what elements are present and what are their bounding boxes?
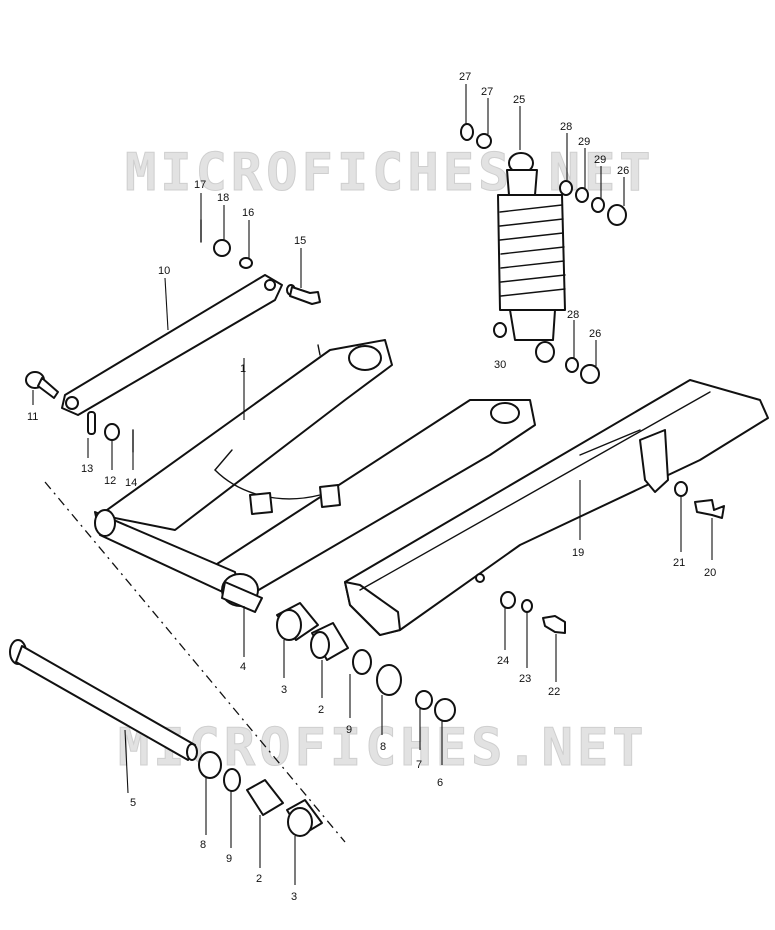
torque-link (61, 274, 283, 416)
callout-22: 22 (548, 686, 560, 698)
callout-14: 14 (125, 477, 137, 489)
swing-arm (94, 339, 536, 613)
watermark-top: MICROFICHES.NET (125, 143, 655, 203)
callout-3a: 3 (281, 684, 287, 696)
hardware-15-16-17-18 (200, 219, 321, 305)
callout-7: 7 (416, 759, 422, 771)
callout-6: 6 (437, 777, 443, 789)
callout-28a: 28 (560, 121, 572, 133)
callout-19: 19 (572, 547, 584, 559)
shock-hardware (460, 123, 627, 384)
callout-18: 18 (217, 192, 229, 204)
callout-9b: 9 (226, 853, 232, 865)
hardware-20-21 (674, 481, 725, 519)
bolt-11 (25, 371, 59, 399)
callout-20: 20 (704, 567, 716, 579)
callout-24: 24 (497, 655, 509, 667)
callout-2b: 2 (256, 873, 262, 885)
callout-25: 25 (513, 94, 525, 106)
callout-15: 15 (294, 235, 306, 247)
callout-29a: 29 (578, 136, 590, 148)
callout-13: 13 (81, 463, 93, 475)
callout-28b: 28 (567, 309, 579, 321)
pivot-shaft (9, 639, 198, 761)
callout-27a: 27 (459, 71, 471, 83)
callout-12: 12 (104, 475, 116, 487)
callout-4: 4 (240, 661, 246, 673)
callout-16: 16 (242, 207, 254, 219)
shock-absorber (497, 152, 566, 363)
bushings-lower (198, 751, 323, 837)
callout-5: 5 (130, 797, 136, 809)
callout-26a: 26 (617, 165, 629, 177)
callout-21: 21 (673, 557, 685, 569)
callout-9a: 9 (346, 724, 352, 736)
callout-11: 11 (27, 411, 38, 423)
callout-3b: 3 (291, 891, 297, 903)
callout-2a: 2 (318, 704, 324, 716)
callout-23: 23 (519, 673, 531, 685)
callout-8a: 8 (380, 741, 386, 753)
leader-lines (32, 84, 713, 885)
hardware-12-13-14 (87, 411, 134, 453)
washers-upper (352, 649, 456, 722)
hardware-22-23-24 (500, 591, 566, 634)
callout-27b: 27 (481, 86, 493, 98)
callout-labels: 1 2 2 3 3 4 5 6 7 8 8 9 9 10 11 12 13 14… (27, 71, 716, 903)
callout-26b: 26 (589, 328, 601, 340)
callout-30: 30 (494, 359, 506, 371)
callout-1: 1 (240, 363, 246, 375)
callout-10: 10 (158, 265, 170, 277)
chain-case (344, 379, 769, 636)
callout-17: 17 (194, 179, 206, 191)
callout-8b: 8 (200, 839, 206, 851)
assembly-center-line (44, 481, 346, 843)
callout-29b: 29 (594, 154, 606, 166)
bushings-upper (276, 602, 349, 661)
